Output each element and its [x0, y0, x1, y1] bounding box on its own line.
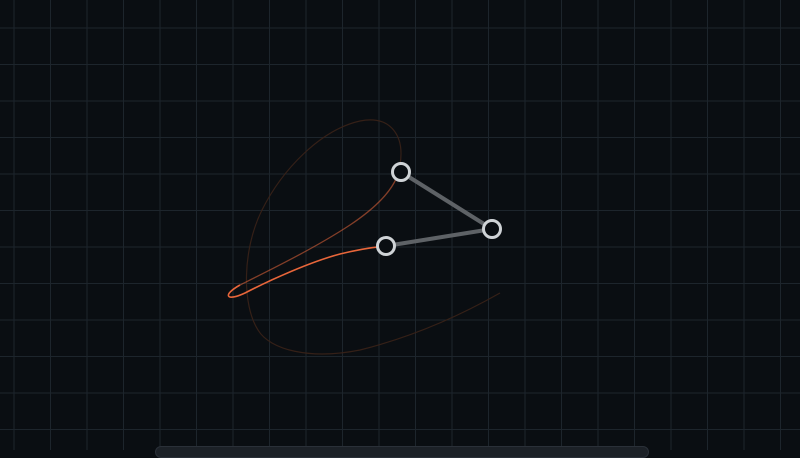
lower-arm	[384, 227, 494, 248]
pendulum-joints	[376, 162, 502, 256]
pivot-joint[interactable]	[391, 162, 411, 182]
end-bob[interactable]	[376, 236, 396, 256]
motion-trail	[227, 119, 501, 355]
pendulum-arms	[384, 170, 494, 248]
trail-segment-mid	[239, 164, 401, 286]
bottom-control-bar[interactable]	[155, 446, 649, 458]
upper-arm	[399, 170, 494, 231]
trail-segment-bright	[227, 245, 387, 298]
trail-segment-faint-outer	[245, 119, 501, 355]
middle-joint[interactable]	[482, 219, 502, 239]
